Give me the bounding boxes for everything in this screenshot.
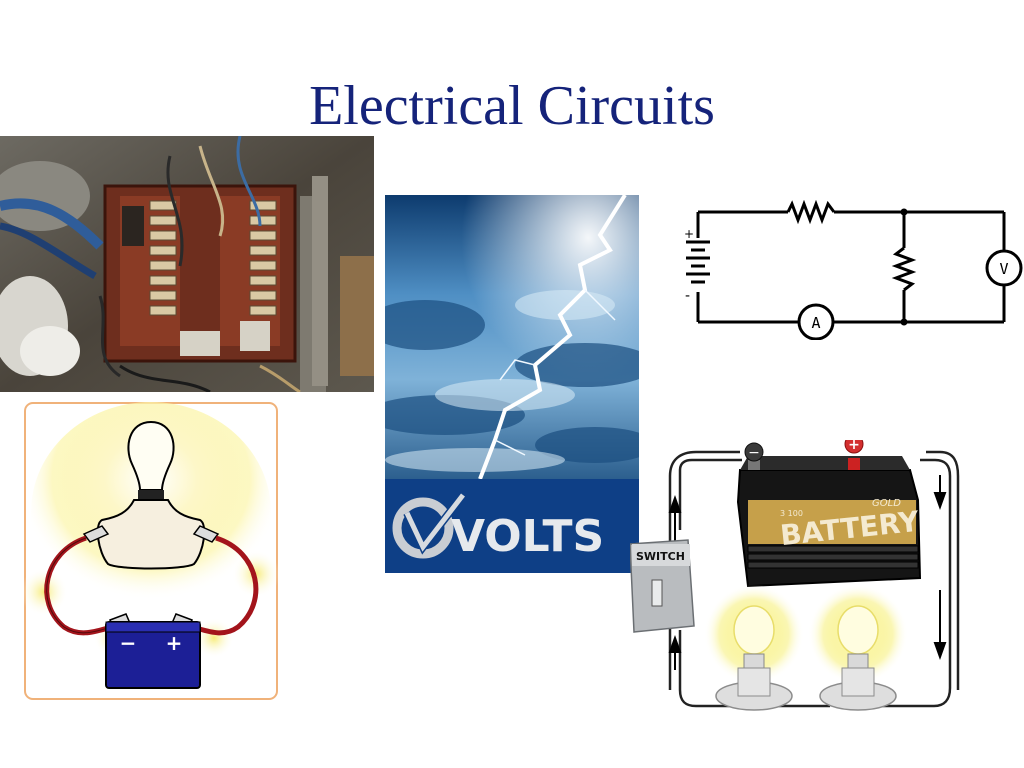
circuit-schematic: + - A V <box>684 200 1023 340</box>
bulb-icon <box>733 605 775 655</box>
ammeter-symbol <box>797 303 835 340</box>
slide-title: Electrical Circuits <box>309 75 715 137</box>
bulb-icon <box>837 605 879 655</box>
terminal-minus-label: − <box>748 445 760 461</box>
terminal-plus-label: + <box>848 440 860 453</box>
negative-terminal-icon <box>744 442 764 462</box>
fuse-box-photo <box>0 136 374 392</box>
volts-brand-text: VOLTS <box>451 511 604 562</box>
ammeter-label: A <box>811 314 820 332</box>
battery-plus-label: + <box>684 227 694 241</box>
bulb-battery-illustration: − + <box>24 402 278 700</box>
volts-lightning-poster: VOLTS <box>385 195 639 573</box>
battery-minus-label: − <box>120 631 137 655</box>
voltmeter-label: V <box>999 260 1008 278</box>
series-circuit-illustration: SWITCH BATTERY GOLD 3 100 − + <box>630 440 960 711</box>
battery-minus-label: - <box>685 288 690 304</box>
positive-terminal-icon <box>844 440 864 454</box>
battery-gold-label: GOLD <box>872 498 901 509</box>
switch-label: SWITCH <box>636 550 685 563</box>
voltmeter-symbol <box>985 249 1023 287</box>
battery-spec-label: 3 100 <box>780 509 803 518</box>
battery-plus-label: + <box>166 631 183 655</box>
